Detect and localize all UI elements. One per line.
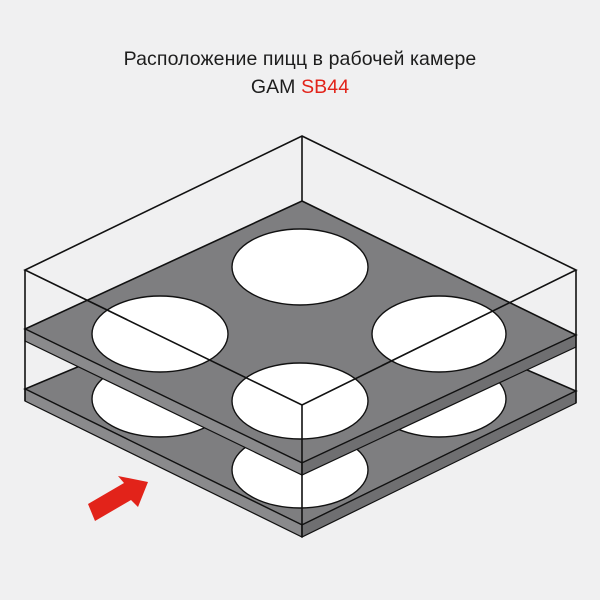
upper-pizza-back [231,228,369,306]
upper-pizza-left [91,295,229,373]
upper-pizza-front [231,362,369,440]
upper-tray-level [23,200,578,476]
brand-name: GAM [250,76,296,98]
upper-pizza-right [371,295,507,373]
model-number: SB44 [301,76,350,98]
model-label: GAM SB44 [0,76,600,99]
diagram-title: Расположение пицц в рабочей камере [123,48,477,70]
chamber-frame [23,135,578,537]
front-arrow-icon [88,476,148,521]
